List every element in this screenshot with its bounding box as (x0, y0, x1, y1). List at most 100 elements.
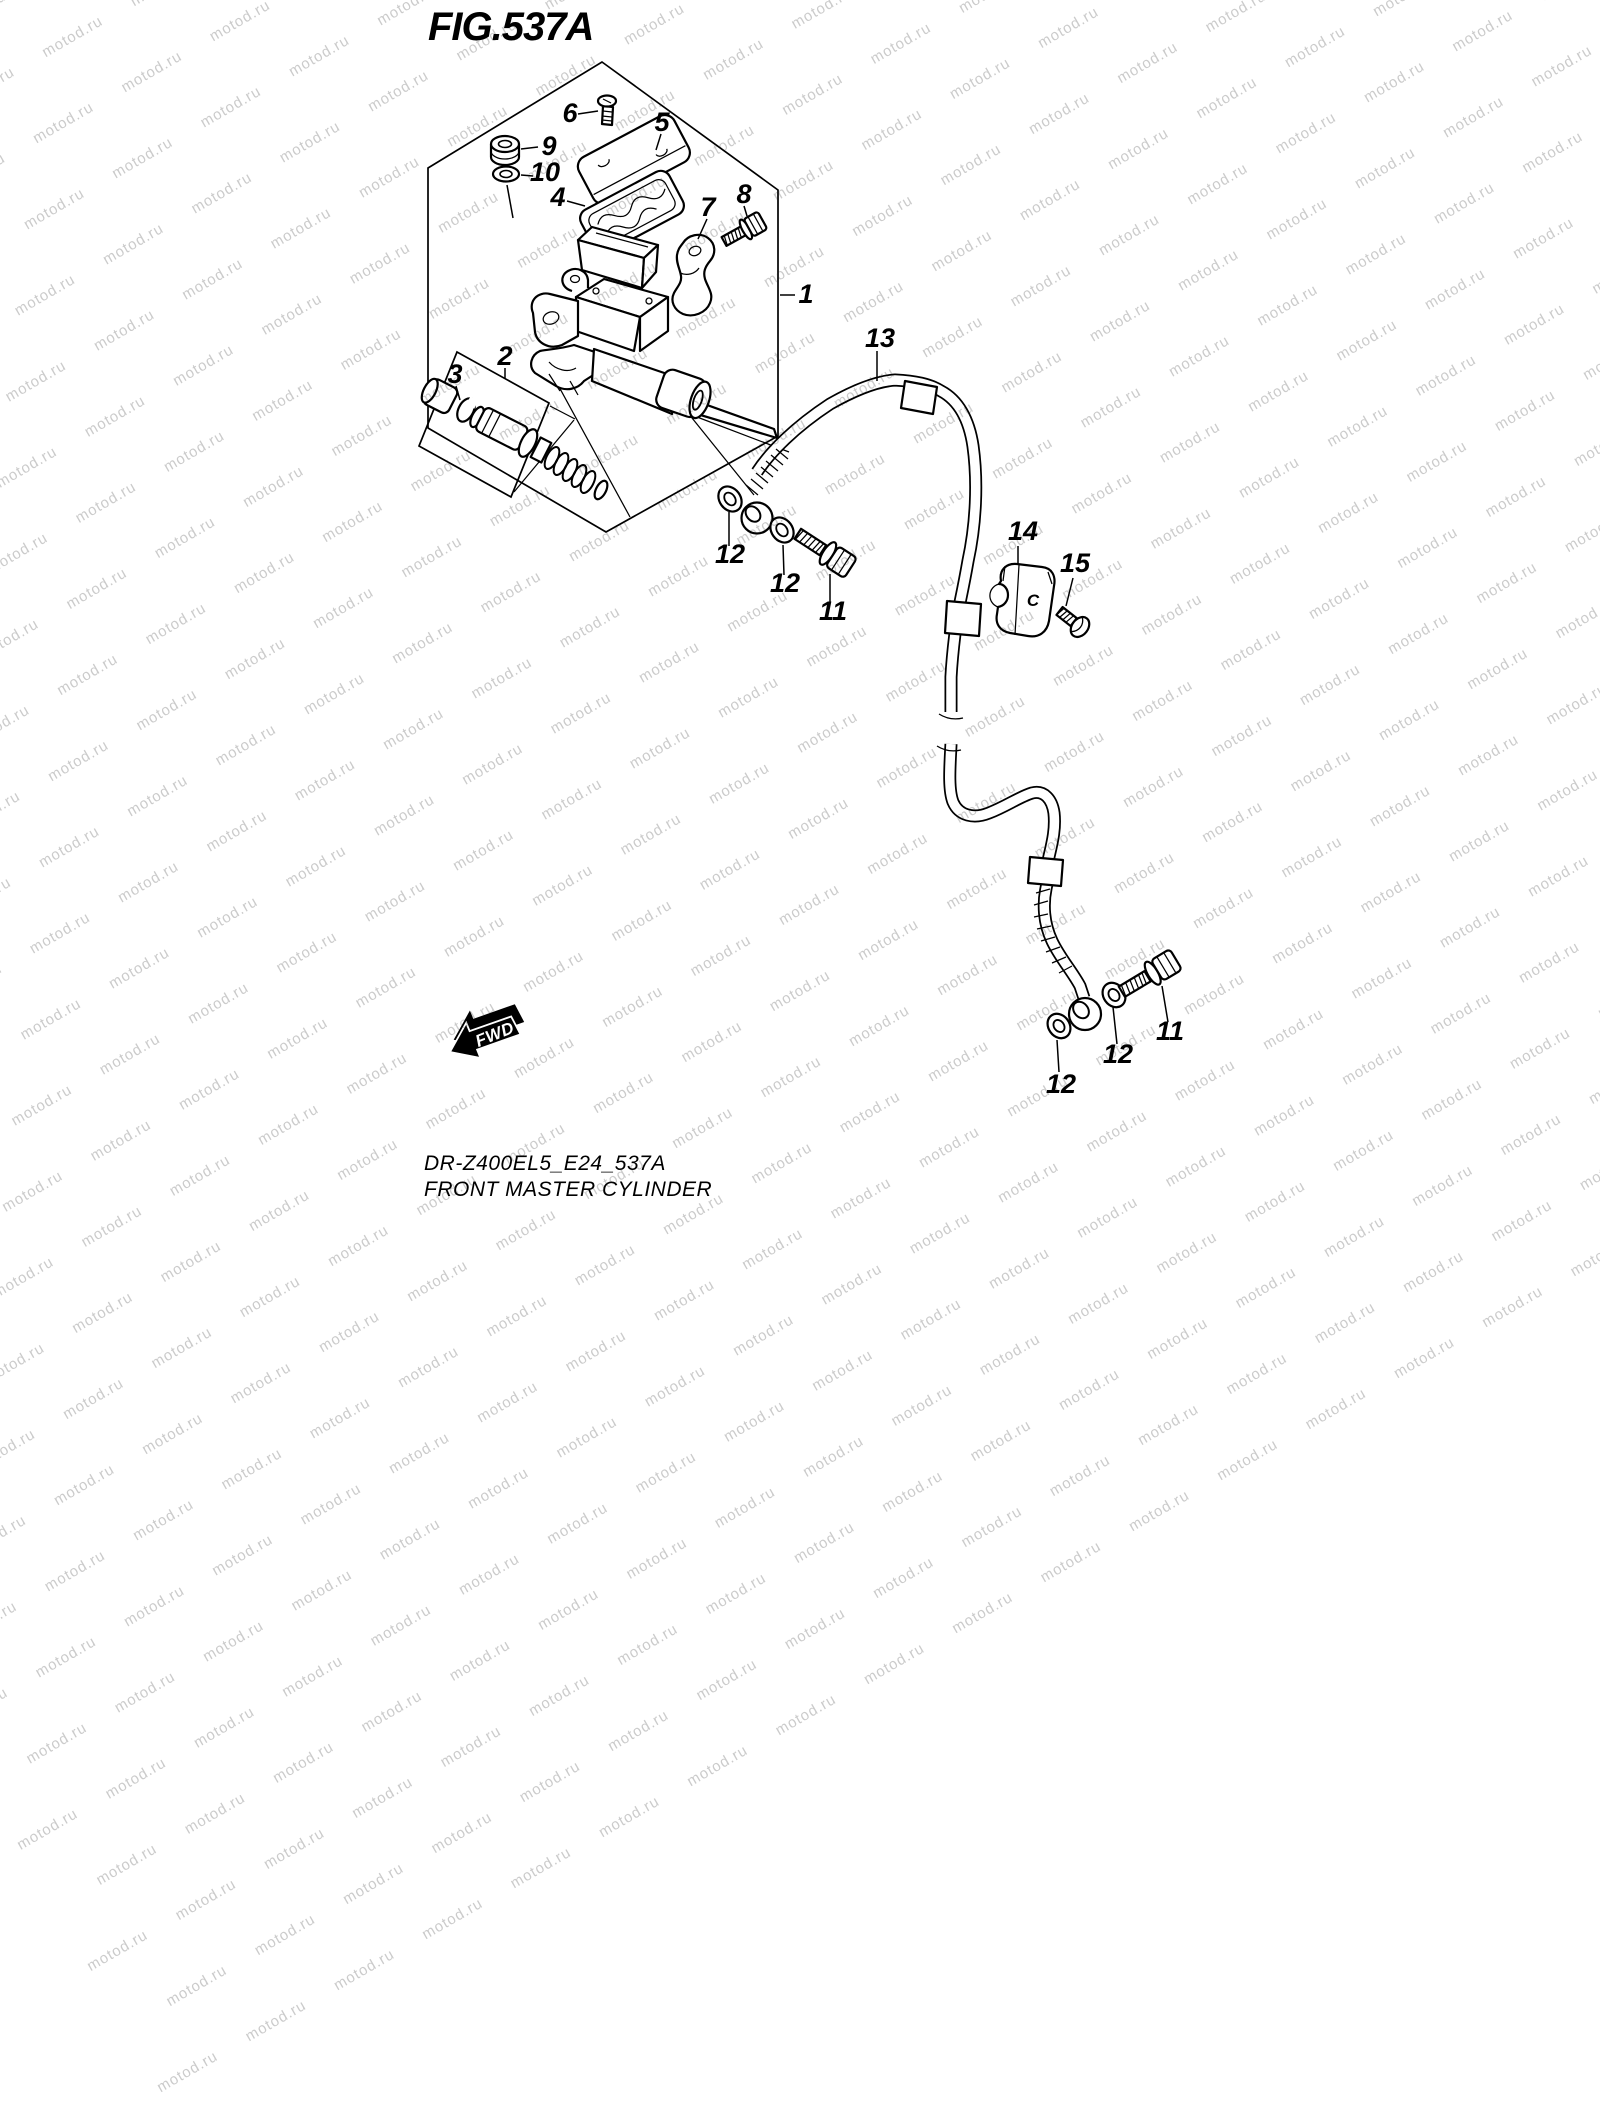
watermark-text: motod.ru (595, 1792, 663, 1842)
watermark-text: motod.ru (1046, 1451, 1114, 1500)
watermark-text: motod.ru (148, 1323, 216, 1373)
part-label-12: 12 (1046, 1069, 1076, 1099)
watermark-text: motod.ru (800, 1432, 867, 1481)
watermark-text: motod.ru (730, 1311, 797, 1360)
watermark-text: motod.ru (1074, 1193, 1141, 1242)
watermark-text: motod.ru (78, 1202, 146, 1251)
watermark-text: motod.ru (84, 1926, 151, 1975)
watermark-text: motod.ru (632, 1448, 700, 1497)
brake-hose-13 (740, 373, 1103, 1032)
part-label-11: 11 (1156, 1016, 1184, 1046)
watermark-text: motod.ru (93, 1840, 161, 1889)
watermark-text: motod.ru (897, 1295, 965, 1344)
watermark-text: motod.ru (790, 1518, 858, 1567)
watermark-text: motod.ru (288, 1566, 356, 1615)
watermark-text: motod.ru (1037, 1537, 1105, 1587)
watermark-text: motod.ru (404, 1256, 471, 1306)
part-label-12: 12 (770, 568, 800, 598)
leader-lines (455, 110, 1169, 1073)
grommet-9 (489, 134, 521, 167)
part-label-12: 12 (1103, 1039, 1133, 1069)
watermark-text: motod.ru (157, 1237, 225, 1286)
footer-code: DR-Z400EL5_E24_537A (424, 1152, 666, 1175)
watermark-text: motod.ru (200, 1617, 267, 1666)
watermark-text: motod.ru (120, 1582, 188, 1631)
figure-title: FIG.537A (428, 5, 593, 49)
screw-6 (596, 94, 618, 127)
watermark-text: motod.ru (376, 1515, 444, 1564)
watermark-text: motod.ru (385, 1429, 453, 1478)
watermark-text: motod.ru (437, 1722, 505, 1771)
part-label-13: 13 (865, 323, 895, 353)
watermark-text: motod.ru (605, 1706, 672, 1755)
watermark-text: motod.ru (0, 1339, 48, 1388)
watermark-text: motod.ru (330, 1945, 398, 1995)
watermark-text: motod.ru (1065, 1279, 1132, 1328)
watermark-text: motod.ru (1567, 1231, 1600, 1281)
banjo-eye-upper (740, 501, 774, 535)
watermark-text: motod.ru (1479, 1282, 1546, 1332)
watermark-text: motod.ru (367, 1601, 435, 1650)
watermark-text: motod.ru (395, 1342, 462, 1392)
watermark-text: motod.ru (236, 1272, 304, 1322)
watermark-text: motod.ru (251, 1910, 319, 1959)
reservoir-parts (489, 94, 691, 290)
watermark-text: motod.ru (1320, 1212, 1388, 1261)
part-label-15: 15 (1060, 548, 1091, 578)
clamp-mark: C (1027, 591, 1040, 610)
watermark-text: motod.ru (428, 1808, 496, 1857)
clamp-holder-7 (671, 233, 716, 317)
part-label-10: 10 (530, 157, 560, 187)
watermark-text: motod.ru (781, 1604, 849, 1653)
watermark-text: motod.ru (976, 1330, 1044, 1379)
part-label-9: 9 (541, 131, 556, 161)
part-label-11: 11 (819, 596, 847, 626)
watermark-text: motod.ru (516, 1757, 584, 1806)
watermark-text: motod.ru (209, 1531, 276, 1580)
part-label-7: 7 (700, 192, 717, 222)
watermark-text: motod.ru (650, 1276, 718, 1325)
watermark-text: motod.ru (1488, 1196, 1556, 1245)
watermark-text: motod.ru (297, 1480, 365, 1529)
watermark-text: motod.ru (50, 1460, 118, 1510)
watermark-text: motod.ru (553, 1413, 621, 1462)
watermark-text: motod.ru (474, 1378, 541, 1427)
watermark-text: motod.ru (684, 1741, 751, 1791)
watermark-text: motod.ru (306, 1393, 374, 1443)
watermark-text: motod.ru (190, 1703, 258, 1752)
watermark-text: motod.ru (1135, 1400, 1202, 1449)
braid-upper (745, 448, 789, 496)
watermark-text: motod.ru (69, 1288, 136, 1337)
watermark-text: motod.ru (358, 1687, 426, 1736)
watermark-text: motod.ru (772, 1690, 840, 1740)
watermark-text: motod.ru (525, 1671, 593, 1720)
piston-spring (543, 446, 609, 501)
watermark-text: motod.ru (571, 1240, 639, 1290)
watermark-text: motod.ru (693, 1655, 761, 1704)
watermark-text: motod.ru (139, 1409, 206, 1459)
part-label-12: 12 (715, 539, 745, 569)
watermark-text: motod.ru (242, 1996, 310, 2046)
footer-name: FRONT MASTER CYLINDER (424, 1178, 712, 1200)
watermark-text: motod.ru (879, 1467, 946, 1516)
watermark-text: motod.ru (23, 1719, 91, 1768)
watermark-text: motod.ru (985, 1244, 1053, 1293)
watermark-text: motod.ru (535, 1585, 602, 1634)
exploded-box (417, 60, 790, 533)
watermark-text: motod.ru (260, 1824, 328, 1873)
part-label-2: 2 (496, 341, 512, 371)
watermark-text: motod.ru (1232, 1263, 1300, 1312)
watermark-text: motod.ru (1311, 1298, 1379, 1347)
screw-15 (1055, 605, 1091, 639)
watermark-text: motod.ru (0, 1684, 11, 1733)
part-label-14: 14 (1008, 516, 1038, 546)
watermark-text: motod.ru (102, 1754, 170, 1803)
watermark-text: motod.ru (1302, 1384, 1370, 1434)
watermark-text: motod.ru (1055, 1365, 1123, 1414)
fasteners: C (717, 485, 1182, 1040)
watermark-text: motod.ru (1125, 1486, 1193, 1536)
watermark-text: motod.ru (870, 1553, 937, 1602)
watermark-text: motod.ru (14, 1805, 81, 1854)
watermark-text: motod.ru (419, 1894, 486, 1944)
